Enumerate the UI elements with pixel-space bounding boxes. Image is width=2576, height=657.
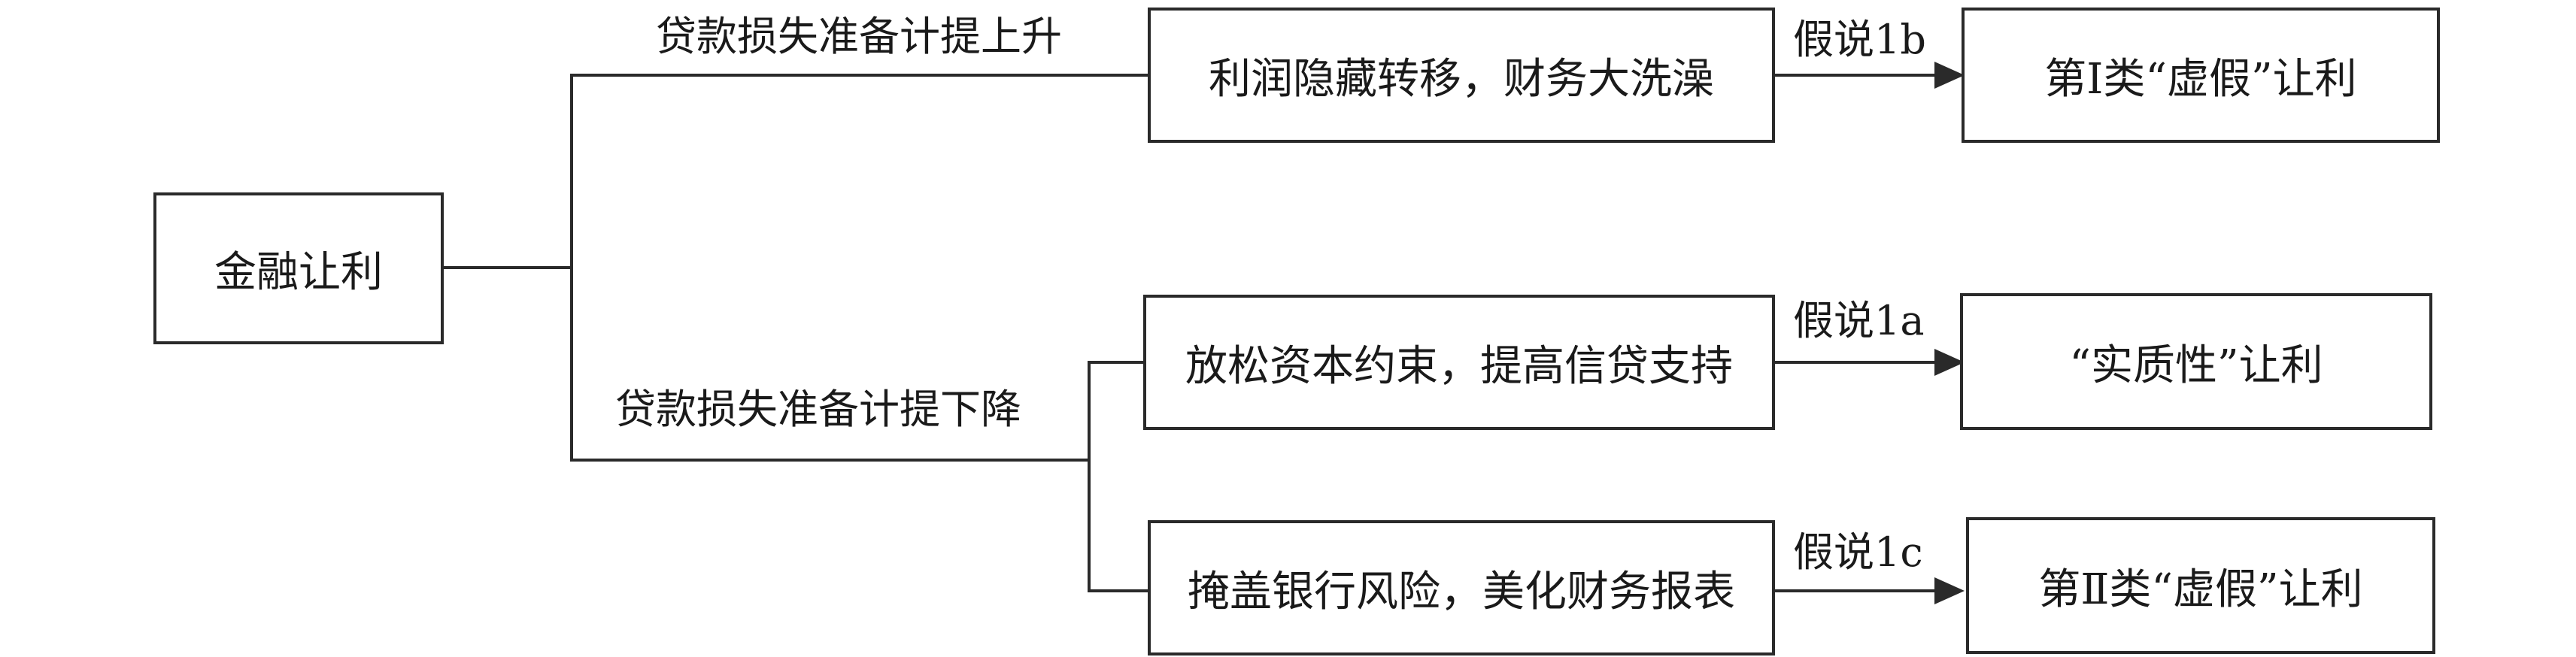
- root-box: 金融让利: [153, 192, 444, 344]
- mechanism-box-1c: 掩盖银行风险，美化财务报表: [1148, 520, 1775, 655]
- hypothesis-label-1a: 假说1a: [1793, 297, 1925, 344]
- mechanism-label-1c: 掩盖银行风险，美化财务报表: [1188, 567, 1735, 616]
- arrowhead-1b: [1934, 62, 1965, 89]
- hypothesis-label-1b: 假说1b: [1793, 16, 1926, 63]
- mechanism-label-1a: 放松资本约束，提高信贷支持: [1185, 341, 1733, 391]
- arrowhead-1a: [1934, 349, 1965, 376]
- outcome-label-1b: 第Ⅰ类“虚假”让利: [2044, 54, 2357, 104]
- arrowhead-1c: [1934, 577, 1965, 604]
- branch-down-label: 贷款损失准备计提下降: [615, 386, 1021, 433]
- outcome-box-1b: 第Ⅰ类“虚假”让利: [1962, 8, 2440, 143]
- root-label: 金融让利: [214, 247, 383, 297]
- mechanism-label-1b: 利润隐藏转移，财务大洗澡: [1209, 54, 1714, 104]
- mechanism-box-1b: 利润隐藏转移，财务大洗澡: [1148, 8, 1775, 143]
- outcome-box-1a: “实质性”让利: [1960, 293, 2432, 430]
- mechanism-box-1a: 放松资本约束，提高信贷支持: [1143, 295, 1775, 430]
- outcome-label-1a: “实质性”让利: [2069, 341, 2323, 390]
- outcome-box-1c: 第Ⅱ类“虚假”让利: [1966, 517, 2435, 654]
- branch-up-label: 贷款损失准备计提上升: [656, 13, 1062, 60]
- hypothesis-label-1c: 假说1c: [1793, 528, 1923, 576]
- outcome-label-1c: 第Ⅱ类“虚假”让利: [2038, 565, 2363, 614]
